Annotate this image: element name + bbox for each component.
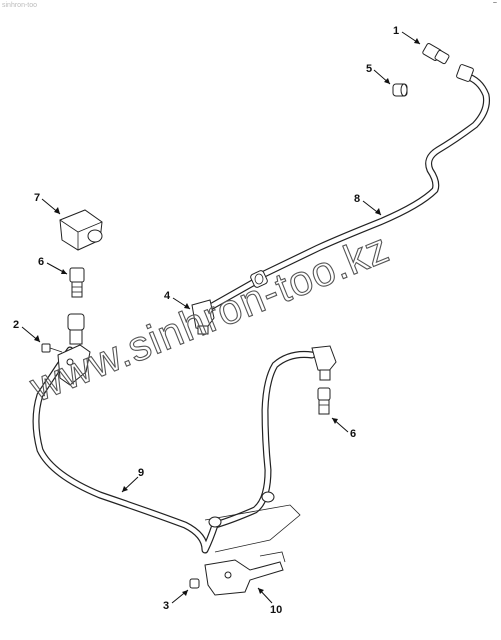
clamp-b [261, 491, 275, 503]
elbow-4 [191, 299, 215, 335]
callout-label: 10 [270, 604, 282, 616]
callout-8: 8 [354, 193, 382, 216]
callout-4: 4 [164, 290, 191, 310]
part-7-switch [59, 209, 103, 251]
callout-label: 6 [38, 256, 44, 268]
callout-label: 2 [13, 319, 19, 331]
support-plate [204, 504, 301, 553]
callout-label: 8 [354, 193, 360, 205]
tube-nut-top [456, 64, 474, 82]
callout-label: 3 [163, 600, 169, 612]
tube-8-lower [201, 276, 262, 314]
callout-label: 9 [138, 467, 144, 479]
bracket-left [57, 344, 91, 386]
bolt-2 [41, 343, 63, 353]
part-6-sender-upper [69, 267, 85, 298]
corner-mark-right: ~ [492, 0, 497, 7]
callout-6-upper: 6 [38, 256, 68, 275]
callout-1: 1 [393, 25, 421, 45]
callout-label: 6 [350, 428, 356, 440]
fitting-1 [422, 43, 450, 65]
callout-2: 2 [13, 319, 41, 343]
callout-3: 3 [163, 589, 189, 612]
callout-label: 5 [366, 63, 372, 75]
bracket-10 [204, 551, 286, 596]
nut-3 [189, 578, 200, 589]
callout-label: 4 [164, 290, 171, 302]
callout-5: 5 [366, 63, 391, 85]
tube-9 [32, 346, 316, 554]
callout-9: 9 [121, 467, 144, 493]
callout-label: 1 [393, 25, 399, 37]
part-5-cap [392, 83, 408, 97]
elbow-right [311, 345, 337, 381]
callout-10: 10 [257, 587, 282, 616]
callout-label: 7 [34, 192, 40, 204]
callout-7: 7 [34, 192, 61, 215]
tube-8 [258, 72, 490, 279]
corner-mark-left: sinhron-too [2, 2, 38, 9]
fitting-tube-9-start [67, 313, 85, 345]
clamp-a [208, 516, 222, 528]
part-6-sender-lower [317, 387, 331, 415]
tube-nut-middle [250, 270, 268, 288]
callout-6-lower: 6 [331, 417, 356, 440]
